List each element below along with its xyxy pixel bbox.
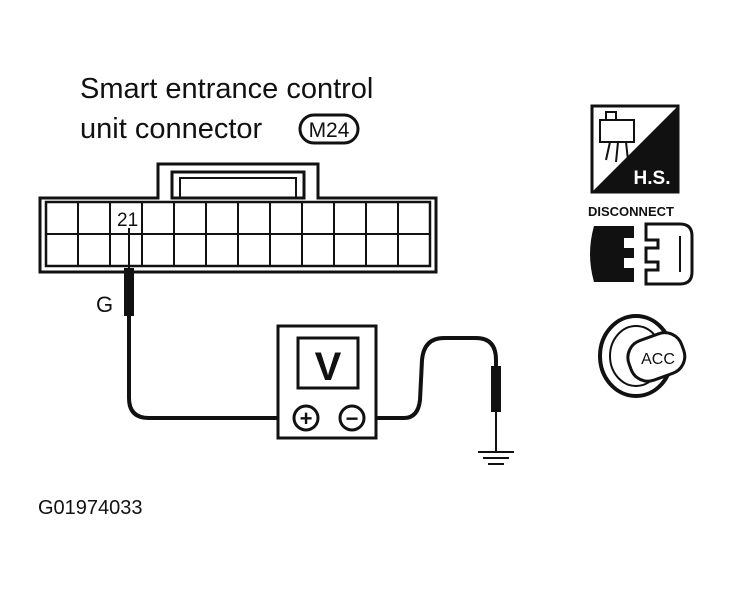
lead-positive bbox=[127, 316, 290, 420]
connector-title-line2: unit connector bbox=[80, 113, 263, 145]
lead-negative bbox=[366, 336, 498, 420]
harness-side-icon: H.S. bbox=[590, 104, 680, 194]
svg-text:−: − bbox=[346, 406, 359, 431]
ignition-key-icon: ACC bbox=[598, 314, 687, 398]
harness-badge-text: H.S. bbox=[634, 168, 671, 189]
disconnect-label: DISCONNECT bbox=[588, 204, 674, 219]
svg-text:+: + bbox=[300, 406, 313, 431]
probe-connector-side[interactable] bbox=[124, 228, 134, 316]
negative-terminal[interactable]: − bbox=[338, 404, 366, 432]
figure-id: G01974033 bbox=[38, 497, 143, 519]
probe-ground-side[interactable] bbox=[491, 366, 501, 452]
ignition-position: ACC bbox=[641, 351, 675, 368]
connector-title-line1: Smart entrance control bbox=[80, 73, 373, 105]
connector-code-badge: M24 bbox=[298, 113, 360, 145]
disconnect-connector-icon bbox=[590, 222, 694, 286]
positive-terminal[interactable]: + bbox=[292, 404, 320, 432]
terminal-number: 21 bbox=[117, 210, 138, 231]
voltmeter: V + − bbox=[276, 324, 378, 440]
harness-connector-icon bbox=[599, 111, 635, 163]
connector-pin-grid bbox=[77, 202, 399, 266]
meter-mode: V bbox=[315, 345, 342, 389]
wire-color-code: G bbox=[96, 292, 113, 317]
ground-icon bbox=[478, 451, 514, 465]
connector-code: M24 bbox=[309, 119, 350, 142]
